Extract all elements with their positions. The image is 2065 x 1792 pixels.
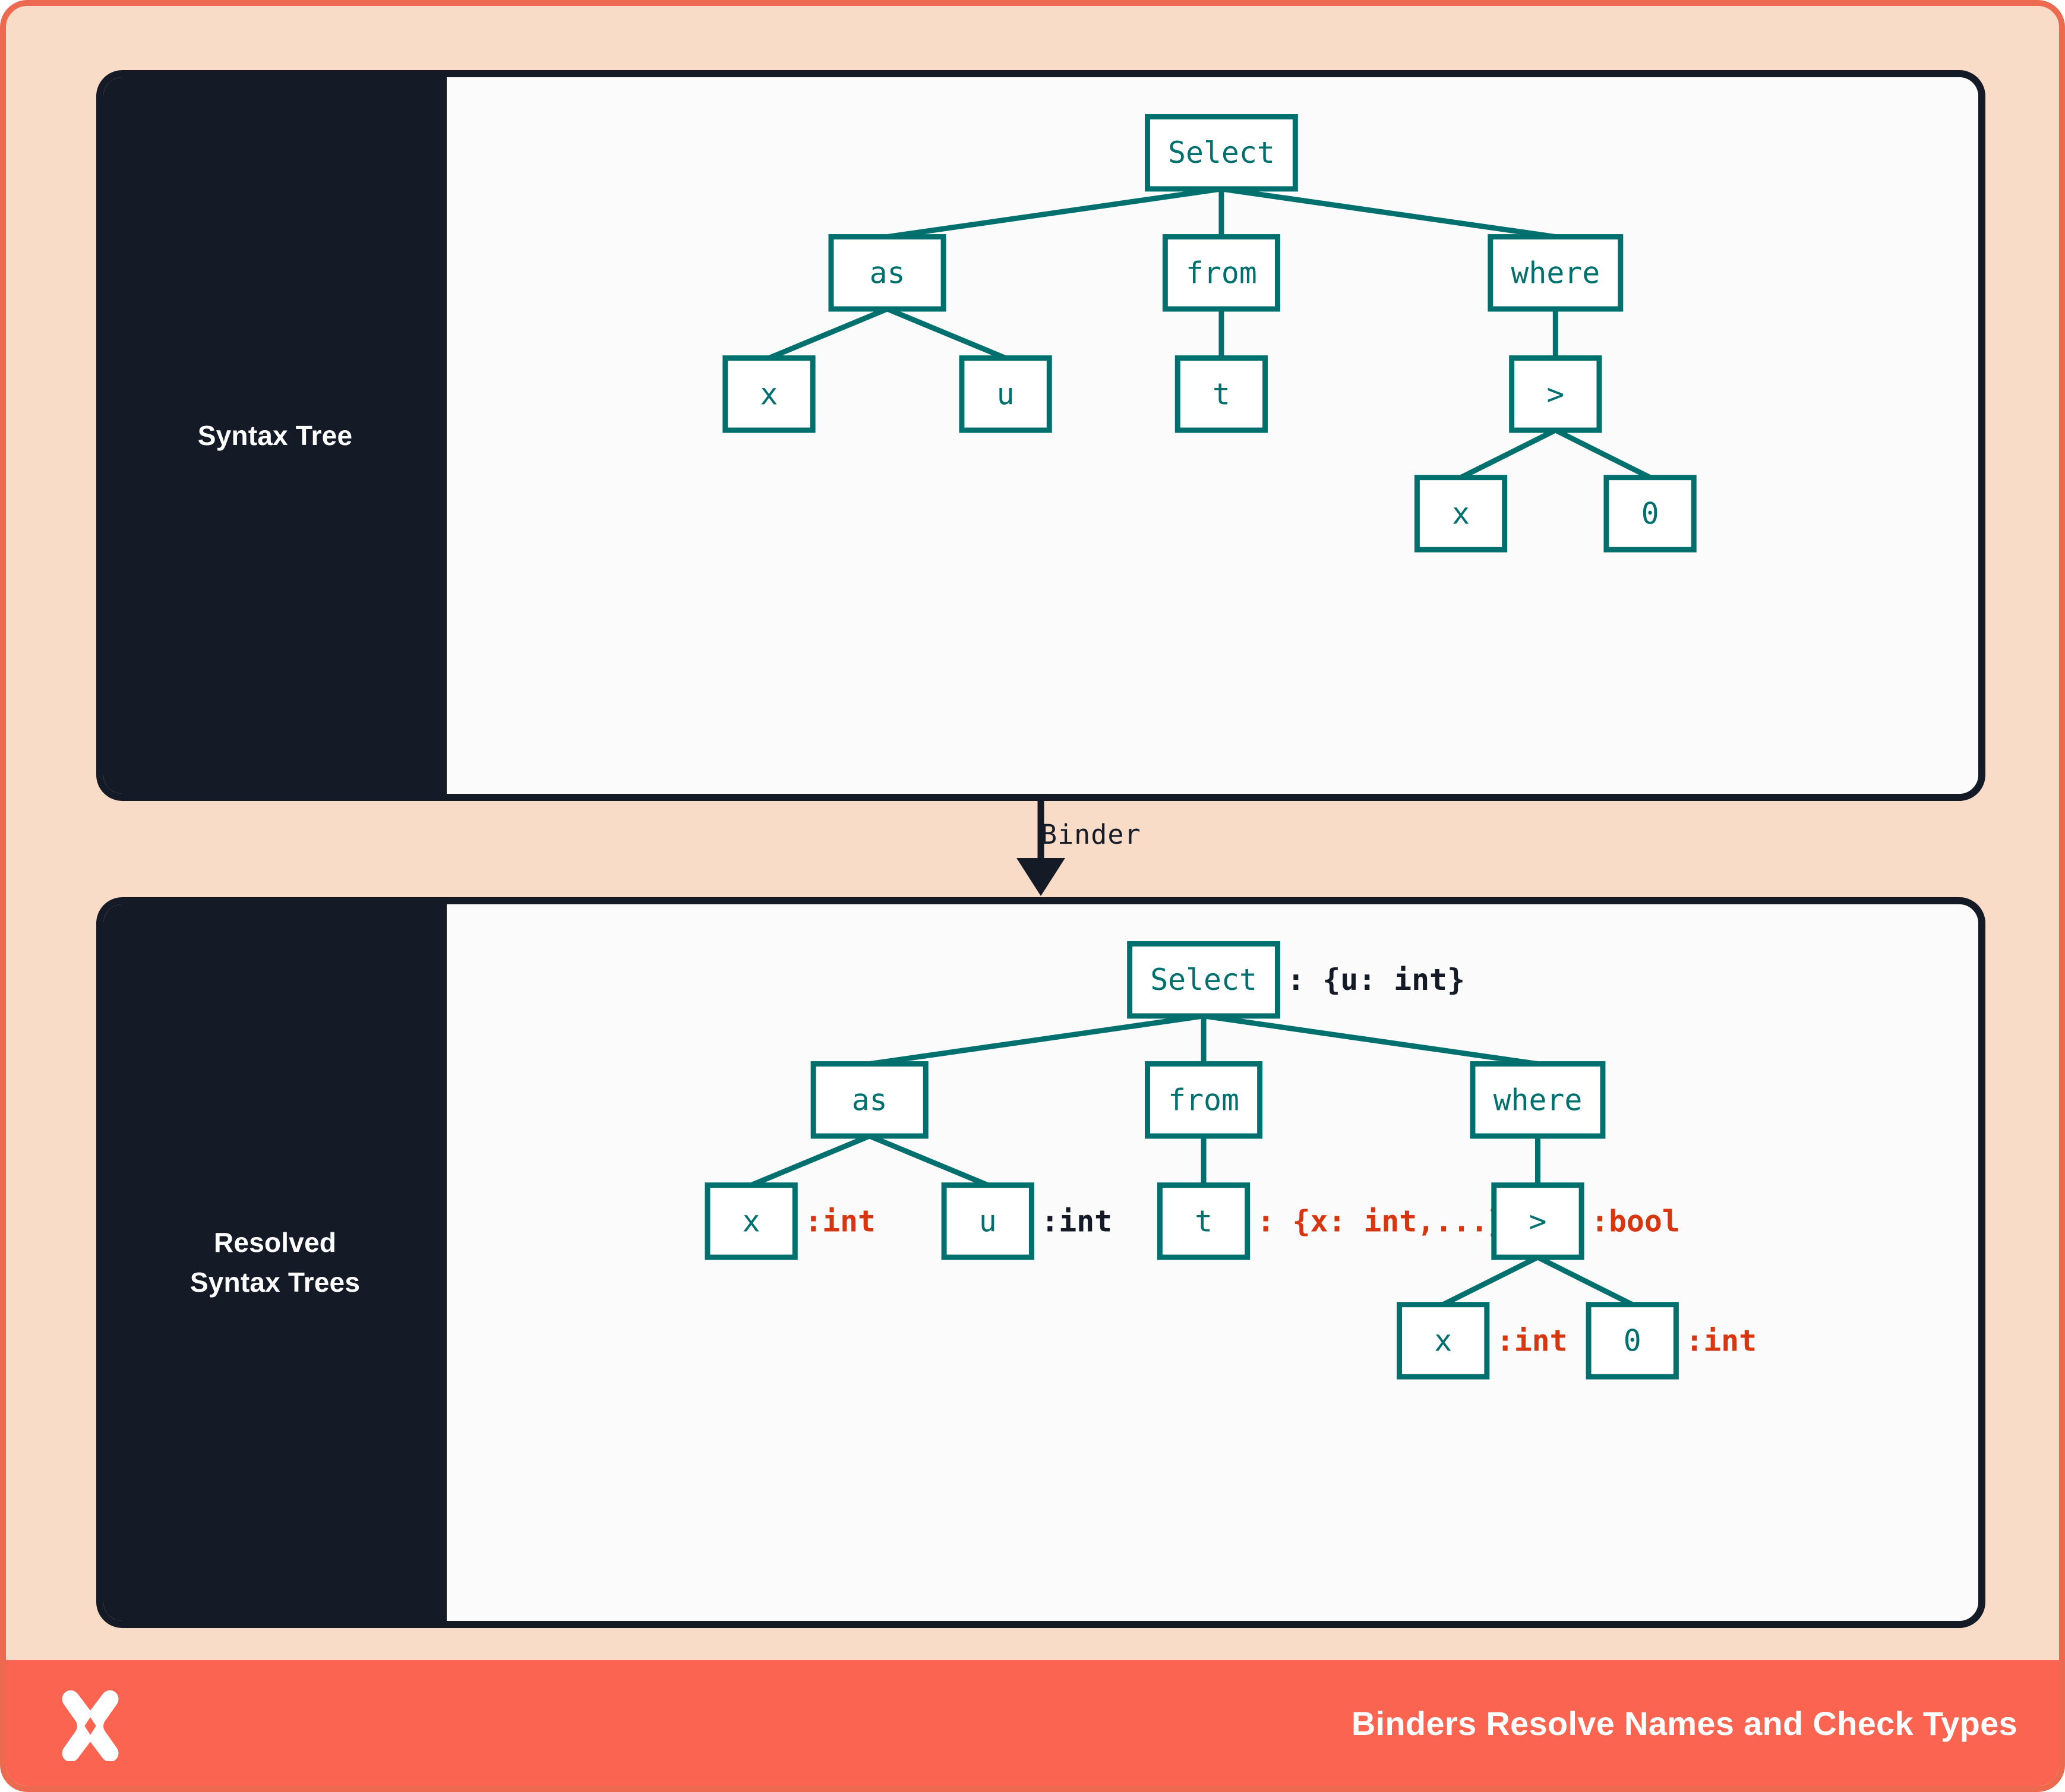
tree-node-label: x (1434, 1323, 1452, 1358)
tree-node-label: u (979, 1204, 997, 1238)
tree-node-box[interactable] (1162, 234, 1280, 312)
tree-node-gt[interactable]: > (1509, 355, 1602, 433)
tree-node-type-annotation: :int (804, 1204, 876, 1238)
tree-node-gt-0[interactable]: 0 (1603, 475, 1697, 553)
tree-node-select[interactable]: Select : {u: int} (1127, 941, 1465, 1019)
tree-node-from[interactable]: from (1145, 1061, 1263, 1139)
tree-node-gt[interactable]: > :bool (1491, 1182, 1680, 1260)
tree-node-type-annotation: : {x: int,...} (1257, 1204, 1506, 1238)
tree-node-gt-x[interactable]: x (1414, 475, 1508, 553)
tree-edge (1554, 428, 1652, 480)
footer-bar: Binders Resolve Names and Check Types (6, 1660, 2059, 1786)
tree-node-gt-x[interactable]: x :int (1397, 1302, 1568, 1380)
tree-node-label: t (1195, 1204, 1213, 1238)
tree-edge (886, 306, 1007, 361)
tree-node-box[interactable] (1509, 355, 1602, 433)
tree-node-label: x (1452, 496, 1470, 531)
butterfly-x-logo-icon (62, 1690, 119, 1761)
tree-node-as-x[interactable]: x (722, 355, 816, 433)
tree-node-label: where (1494, 1083, 1583, 1117)
tree-edge (768, 306, 889, 361)
tree-node-box[interactable] (1414, 475, 1508, 553)
tree-node-box[interactable] (1145, 114, 1298, 192)
tree-node-label: 0 (1624, 1323, 1641, 1358)
tree-node-as[interactable]: as (810, 1061, 929, 1139)
tree-edges (750, 1013, 1634, 1307)
tree-node-as[interactable]: as (828, 234, 946, 312)
tree-edge (886, 186, 1222, 239)
tree-edge (869, 1013, 1204, 1067)
tree-node-as-x[interactable]: x :int (705, 1182, 876, 1260)
tree-canvas-syntax-tree: Select as from where x u t > x 0 (447, 77, 1978, 794)
tree-node-box[interactable] (1603, 475, 1697, 553)
tree-edge (1442, 1255, 1539, 1307)
tree-node-box[interactable] (1470, 1061, 1606, 1139)
tree-node-label: from (1168, 1083, 1239, 1117)
resolved-syntax-tree-graphic: Select : {u: int} as from where x :int u :int t : … (705, 941, 1757, 1380)
tree-node-box[interactable] (1491, 1182, 1584, 1260)
sidebar-label-resolved-syntax-trees: Resolved Syntax Trees (190, 1227, 361, 1298)
tree-node-label: as (852, 1083, 888, 1117)
tree-node-label: x (760, 377, 778, 411)
tree-node-type-annotation: :int (1685, 1323, 1757, 1358)
footer-title: Binders Resolve Names and Check Types (1351, 1704, 2017, 1742)
tree-node-label: as (870, 255, 905, 290)
tree-node-box[interactable] (1174, 355, 1268, 433)
binder-arrow-icon (1016, 801, 1065, 896)
sidebar-resolved-syntax-trees: Resolved Syntax Trees (103, 904, 447, 1621)
tree-node-type-annotation: : {u: int} (1287, 963, 1465, 997)
card-resolved-syntax-trees: Resolved Syntax Trees Select : {u: int} as… (96, 897, 1985, 1628)
tree-node-where[interactable]: where (1488, 234, 1624, 312)
binder-label: Binder (1041, 819, 1141, 850)
tree-node-box[interactable] (1586, 1302, 1679, 1380)
tree-node-from-t[interactable]: t : {x: int,...} (1157, 1182, 1506, 1260)
tree-node-label: from (1186, 255, 1257, 290)
tree-edge (1221, 186, 1556, 239)
tree-node-box[interactable] (810, 1061, 929, 1139)
tree-node-label: Select (1150, 963, 1257, 997)
tree-node-label: > (1529, 1204, 1546, 1238)
sidebar-syntax-tree: Syntax Tree (103, 77, 447, 794)
tree-node-from[interactable]: from (1162, 234, 1280, 312)
tree-node-label: t (1213, 377, 1230, 411)
tree-node-box[interactable] (1397, 1302, 1490, 1380)
tree-canvas-resolved-syntax-trees: Select : {u: int} as from where x :int u :int t : … (447, 904, 1978, 1621)
tree-node-box[interactable] (1157, 1182, 1251, 1260)
tree-node-from-t[interactable]: t (1174, 355, 1268, 433)
binder-transition (96, 801, 1985, 897)
tree-node-box[interactable] (1488, 234, 1624, 312)
tree-node-as-u[interactable]: u (959, 355, 1052, 433)
tree-edge (1203, 1013, 1539, 1067)
tree-edge (1460, 428, 1557, 480)
tree-node-label: u (997, 377, 1015, 411)
tree-node-type-annotation: :bool (1591, 1204, 1680, 1238)
tree-node-box[interactable] (1127, 941, 1280, 1019)
tree-node-label: x (743, 1204, 760, 1238)
tree-edge (750, 1133, 871, 1188)
tree-edge (1536, 1255, 1634, 1307)
card-syntax-tree: Syntax Tree Select as from where x u t > x 0 (96, 70, 1985, 801)
syntax-tree-graphic: Select as from where x u t > x 0 (722, 114, 1697, 553)
tree-node-label: 0 (1641, 496, 1659, 531)
tree-node-box[interactable] (722, 355, 816, 433)
tree-node-box[interactable] (1145, 1061, 1263, 1139)
tree-edge (868, 1133, 989, 1188)
tree-node-gt-0[interactable]: 0 :int (1586, 1302, 1757, 1380)
tree-node-type-annotation: :int (1041, 1204, 1112, 1238)
tree-node-box[interactable] (705, 1182, 798, 1260)
tree-node-select[interactable]: Select (1145, 114, 1298, 192)
tree-node-box[interactable] (828, 234, 946, 312)
tree-node-box[interactable] (941, 1182, 1034, 1260)
tree-node-label: > (1546, 377, 1564, 411)
tree-node-as-u[interactable]: u :int (941, 1182, 1112, 1260)
tree-node-box[interactable] (959, 355, 1052, 433)
tree-node-label: Select (1168, 135, 1275, 170)
tree-edges (768, 186, 1652, 480)
sidebar-label-syntax-tree: Syntax Tree (197, 419, 353, 451)
tree-node-where[interactable]: where (1470, 1061, 1606, 1139)
tree-node-label: where (1511, 255, 1600, 290)
tree-node-type-annotation: :int (1496, 1323, 1568, 1358)
